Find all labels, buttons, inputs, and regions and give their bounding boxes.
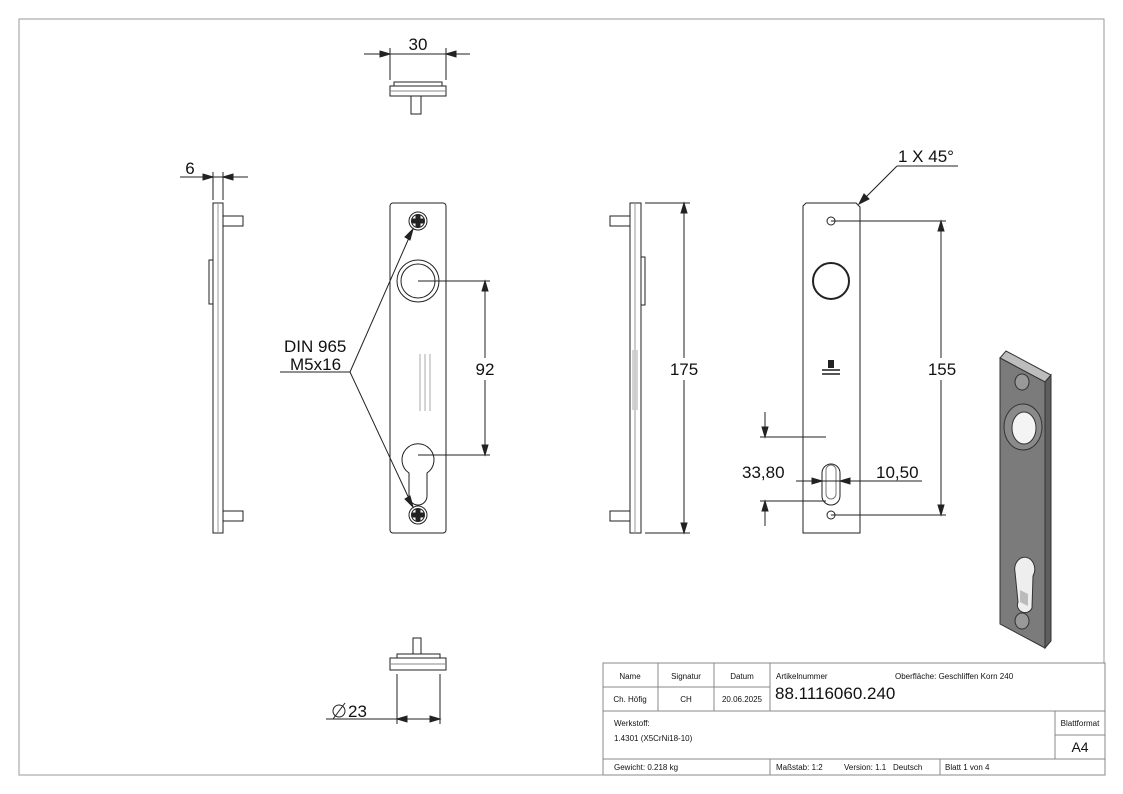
dim-side-thickness: 6 (185, 159, 194, 178)
tb-value-signature: CH (680, 695, 692, 704)
rear-view (802, 202, 861, 534)
chamfer-callout (857, 165, 958, 206)
dim-top-width: 30 (409, 35, 428, 54)
screw-spec-line1: DIN 965 (284, 337, 346, 356)
isometric-view (999, 350, 1052, 650)
screw-spec-line2: M5x16 (290, 355, 341, 374)
top-view (389, 81, 447, 115)
tb-value-date: 20.06.2025 (722, 695, 763, 704)
tb-header-name: Name (619, 672, 641, 681)
tb-language: Deutsch (893, 763, 922, 772)
tb-article-number: 88.1116060.240 (775, 684, 895, 703)
tb-material-label: Werkstoff: (614, 719, 650, 728)
tb-article-label: Artikelnummer (776, 672, 828, 681)
top-width-dimension (364, 48, 470, 80)
rear-knob (812, 262, 850, 300)
tb-scale: Maßstab: 1:2 (776, 763, 823, 772)
rosette-diameter-dimension (326, 674, 442, 724)
tb-sheet-format: A4 (1071, 739, 1088, 755)
dim-overall-length: 175 (670, 360, 698, 379)
title-block (602, 662, 1106, 776)
tb-sheet: Blatt 1 von 4 (945, 763, 990, 772)
front-view (389, 202, 447, 534)
dim-cylinder-offset: 33,80 (742, 463, 785, 482)
tb-value-name: Ch. Höfig (613, 695, 646, 704)
dim-chamfer: 1 X 45° (898, 147, 954, 166)
cylinder-width-dimension (796, 477, 922, 485)
drawing-frame (18, 18, 1105, 776)
tb-weight: Gewicht: 0.218 kg (614, 763, 678, 772)
brand-mark (828, 360, 834, 368)
dim-cylinder-width: 10,50 (876, 463, 919, 482)
tb-surface: Oberfläche: Geschliffen Korn 240 (895, 672, 1014, 681)
tb-material: 1.4301 (X5CrNi18-10) (614, 734, 693, 743)
tb-sheet-format-label: Blattformat (1061, 719, 1100, 728)
tb-version: Version: 1.1 (844, 763, 887, 772)
dim-inner-hole-spacing: 92 (476, 360, 495, 379)
bottom-view (389, 637, 447, 671)
side-thickness-dimension (180, 172, 248, 200)
dim-outer-hole-spacing: 155 (928, 360, 956, 379)
tb-header-signature: Signatur (671, 672, 701, 681)
cylinder-offset-dimension (760, 412, 826, 526)
right-side-view (609, 202, 646, 534)
tb-header-date: Datum (730, 672, 754, 681)
left-side-view (208, 202, 244, 534)
cylinder-cutout (401, 443, 435, 506)
screw-callout-leader (280, 227, 414, 509)
dim-rosette-diameter: 23 (348, 702, 367, 721)
